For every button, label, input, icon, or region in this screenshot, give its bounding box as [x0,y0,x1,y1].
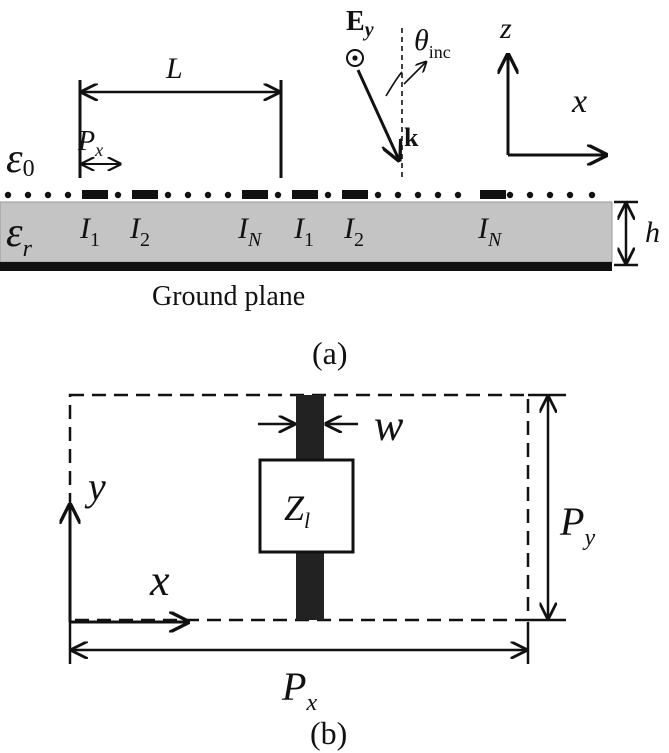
Px-label: Px [281,664,317,716]
Py-label: Py [559,499,595,551]
svg-text:IN: IN [477,212,503,251]
current-labels: I1 I2 IN I1 I2 IN [79,212,503,251]
ground-plane-label: Ground plane [152,281,305,312]
y-axis-label: y [84,464,106,509]
svg-text:I1: I1 [79,212,100,251]
figure-b: Zl w Py Px y x (b) [70,393,595,751]
k-vector-arrow [356,69,399,160]
caption-b: (b) [310,715,347,751]
load-impedance-box [258,458,355,554]
epsilonr-label: εr [6,210,33,262]
x-axis-label-b: x [149,556,170,605]
ground-plane-bar [0,262,612,271]
theta-label: θinc [414,24,451,62]
load-impedance-label: Zl [284,488,310,533]
surface-dots [4,191,596,199]
figure-a: I1 I2 IN I1 I2 IN ε0 εr L Px h Ground pl… [0,6,660,371]
caption-a: (a) [312,335,348,371]
w-label: w [374,401,404,450]
theta-arrow [403,62,426,85]
k-label: k [404,123,419,152]
theta-arc [385,71,403,97]
epsilon0-label: ε0 [6,136,35,182]
x-axis-label: x [571,83,587,120]
z-axis-label: z [499,12,512,45]
svg-text:I2: I2 [343,212,364,251]
ey-dot-icon [352,55,358,61]
svg-text:IN: IN [237,212,263,251]
substrate-slab [0,201,613,263]
svg-text:I2: I2 [129,212,150,251]
ey-label: Ey [346,6,374,41]
current-strips [82,190,506,199]
Px-small-label: Px [77,126,103,160]
L-label: L [165,52,183,85]
h-label: h [645,216,660,249]
svg-text:I1: I1 [293,212,314,251]
